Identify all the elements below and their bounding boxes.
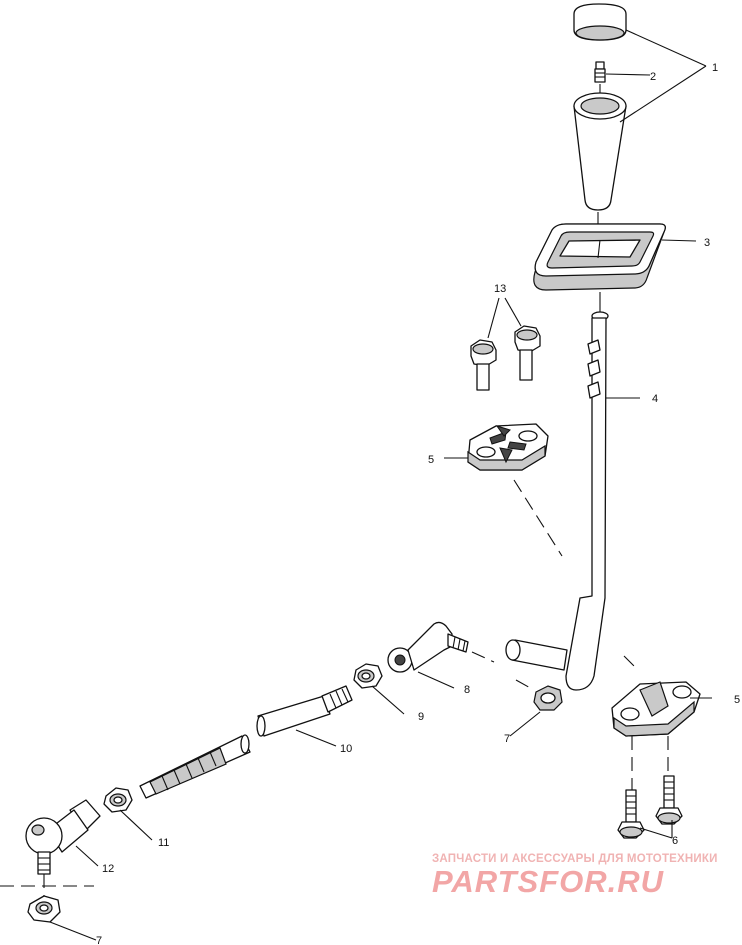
- bracket-screw-right: [655, 775, 683, 825]
- watermark-subtitle: ЗАПЧАСТИ И АКСЕССУАРЫ ДЛЯ МОТОТЕХНИКИ: [432, 853, 718, 865]
- shift-boot: [533, 223, 666, 291]
- tie-rod: [139, 685, 353, 799]
- lever-bracket-upper: [467, 423, 549, 471]
- mounting-bolt-right: [514, 325, 541, 381]
- shift-lever: [505, 292, 609, 691]
- lever-bracket-lower: [611, 681, 701, 737]
- callout-13: 13: [494, 283, 506, 295]
- callout-2: 2: [650, 71, 656, 83]
- jam-nut-11: [103, 787, 133, 813]
- lock-nut-7-lower: [27, 895, 61, 923]
- rod-end-upper: [387, 621, 469, 673]
- callout-labels: 1 2 3 4 13 5 5 6 8 9 10 11 12 7 7: [96, 62, 740, 945]
- callout-1: 1: [712, 62, 718, 74]
- callout-10: 10: [340, 743, 352, 755]
- callout-6: 6: [672, 835, 678, 847]
- leader-lines: [49, 29, 712, 941]
- shift-handle-grip: [573, 92, 627, 232]
- callout-5-lower: 5: [734, 694, 740, 706]
- knob-cap: [573, 3, 627, 41]
- callout-11: 11: [158, 837, 169, 849]
- ball-joint-lower: [25, 799, 101, 875]
- callout-7-upper: 7: [504, 733, 510, 745]
- bracket-screw-left: [617, 789, 645, 839]
- lock-nut-7-upper: [533, 685, 563, 711]
- callout-3: 3: [704, 237, 710, 249]
- callout-8: 8: [464, 684, 470, 696]
- callout-5-upper: 5: [428, 454, 434, 466]
- watermark: ЗАПЧАСТИ И АКСЕССУАРЫ ДЛЯ МОТОТЕХНИКИ PA…: [432, 853, 718, 899]
- jam-nut-9: [353, 663, 383, 689]
- watermark-brand: PARTSFOR.RU: [432, 864, 665, 899]
- callout-4: 4: [652, 393, 658, 405]
- assembly-lines: [0, 479, 669, 896]
- set-screw: [594, 61, 606, 95]
- callout-9: 9: [418, 711, 424, 723]
- callout-12: 12: [102, 863, 114, 875]
- callout-7-lower: 7: [96, 935, 102, 945]
- mounting-bolt-left: [470, 339, 497, 391]
